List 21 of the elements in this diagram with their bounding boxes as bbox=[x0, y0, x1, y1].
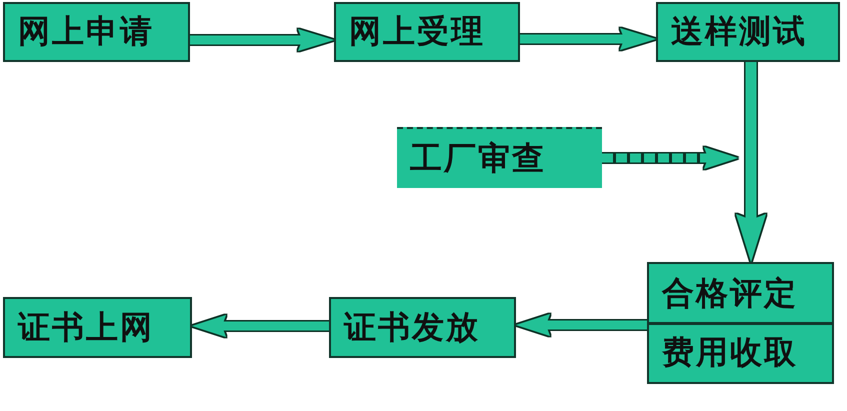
process-box bbox=[329, 297, 516, 358]
block-arrow bbox=[516, 314, 647, 336]
block-arrow bbox=[192, 315, 329, 337]
process-box bbox=[647, 262, 834, 384]
process-box bbox=[3, 2, 190, 62]
block-arrow bbox=[190, 29, 334, 51]
step-label: 网上申请 bbox=[18, 14, 154, 50]
process-box bbox=[656, 2, 840, 62]
step-label: 证书发放 bbox=[344, 310, 480, 346]
step-label: 合格评定 bbox=[662, 276, 798, 312]
step-label: 费用收取 bbox=[662, 334, 798, 370]
process-box bbox=[334, 2, 520, 62]
step-label: 证书上网 bbox=[18, 310, 154, 346]
block-arrow bbox=[520, 28, 656, 50]
step-label: 网上受理 bbox=[349, 14, 485, 50]
step-label: 工厂审查 bbox=[410, 140, 546, 176]
step-label: 送样测试 bbox=[671, 14, 807, 50]
block-arrow bbox=[736, 62, 766, 262]
process-box bbox=[397, 127, 602, 188]
process-box bbox=[3, 297, 192, 358]
dashed-block-arrow bbox=[602, 147, 738, 169]
